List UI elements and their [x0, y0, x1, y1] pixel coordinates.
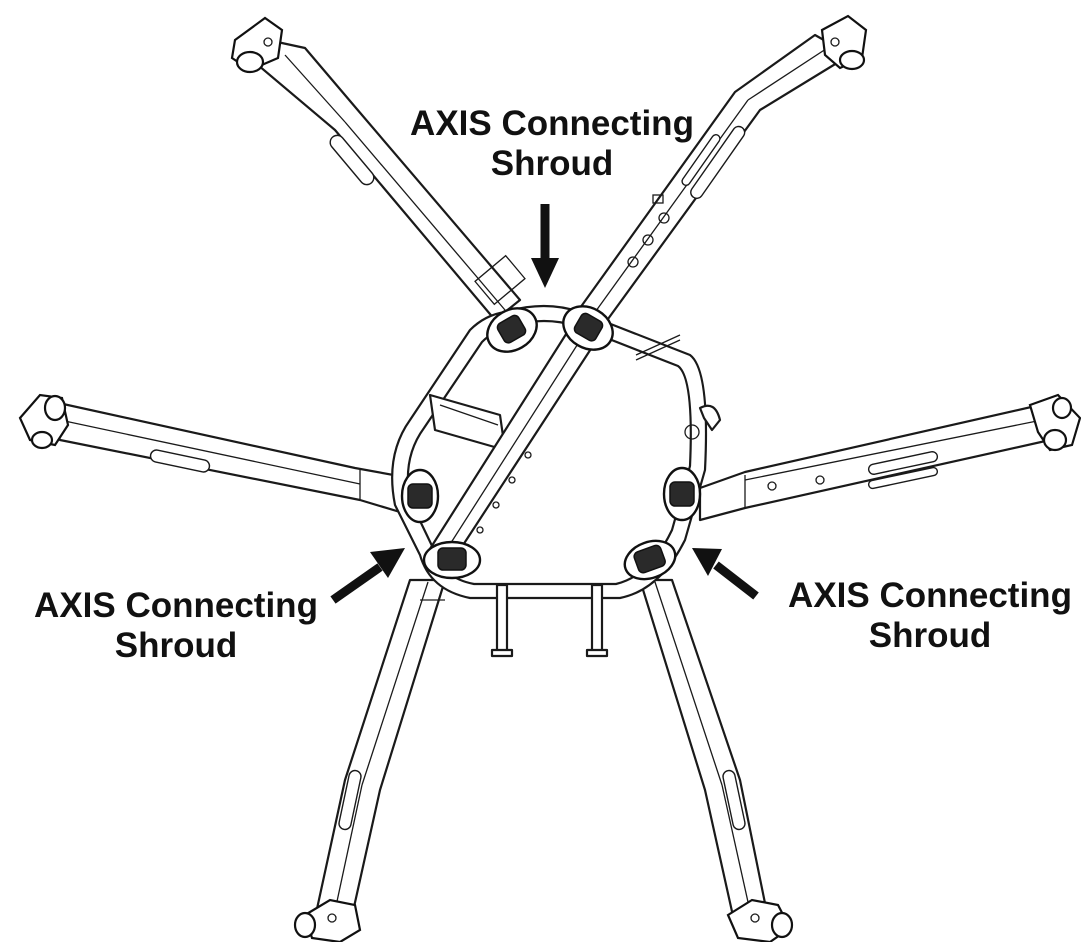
leg-right [698, 403, 1052, 522]
callout-label-right: AXIS Connecting Shroud [780, 576, 1080, 656]
leg-left [43, 398, 412, 517]
callout-label-right-line2: Shroud [868, 616, 992, 655]
shroud-top-right [562, 305, 614, 351]
callout-label-right-line1: AXIS Connecting [788, 576, 1072, 615]
shroud-left [400, 468, 440, 524]
callout-label-top-line2: Shroud [490, 144, 614, 183]
foot-bottom-left [293, 898, 362, 942]
arrow-top [531, 204, 559, 288]
foot-left [18, 393, 70, 450]
shroud-top-left [486, 307, 538, 353]
leg-top-left [250, 38, 526, 322]
callout-label-left: AXIS Connecting Shroud [26, 586, 326, 666]
shroud-right [662, 466, 702, 522]
callout-label-top-line1: AXIS Connecting [410, 104, 694, 143]
shroud-bottom-right [623, 539, 677, 581]
shroud-bottom-left [422, 540, 482, 580]
foot-top-left [230, 16, 284, 74]
arrow-left [330, 548, 405, 604]
callout-label-left-line2: Shroud [114, 626, 238, 665]
foot-top-right [820, 14, 868, 71]
arrow-right [692, 548, 759, 600]
leg-bottom-right [638, 578, 770, 927]
foot-right [1028, 393, 1081, 452]
foot-bottom-right [726, 898, 794, 942]
bottom-posts [490, 583, 609, 658]
leg-bottom-left [313, 578, 447, 927]
callout-label-left-line1: AXIS Connecting [34, 586, 318, 625]
callout-label-top: AXIS Connecting Shroud [402, 104, 702, 184]
